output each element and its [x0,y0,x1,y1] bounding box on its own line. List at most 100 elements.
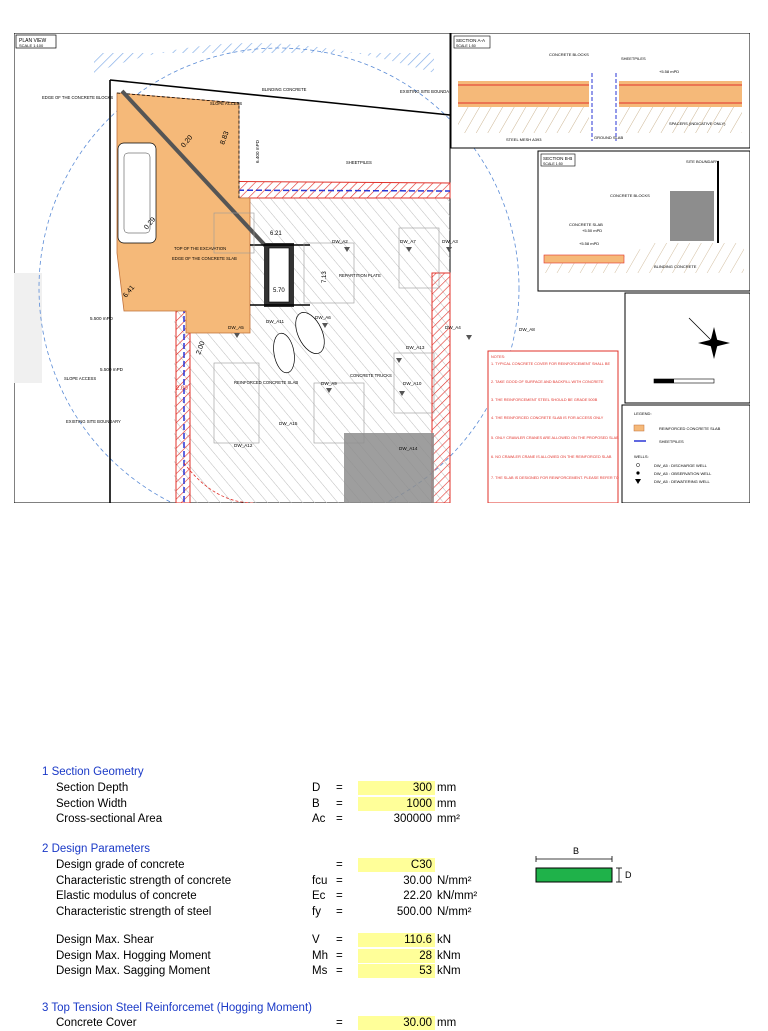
section-geometry-heading: 1 Section Geometry [42,766,144,778]
section-bb-annot-2: CONCRETE SLAB [569,222,603,227]
plan-annot-22: DW_A8 [519,327,535,332]
plan-annot-21: DW_A14 [399,446,418,451]
calc-row-unit: N/mm² [437,874,472,887]
plan-annot-16: DW_A5 [228,325,244,330]
legend-well-0: DW_A5 : DISCHARGE WELL [654,463,708,468]
calc-row-equals: = [336,890,343,902]
note-2: 3. THE REINFORCEMENT STEEL SHOULD BE GRA… [491,398,598,402]
calc-row-value: 22.20 [403,890,432,902]
calc-row-label: Design grade of concrete [56,859,185,871]
section-aa: SECTION A-A SCALE 1:50 CONCRETE BLOCKS S… [450,33,750,149]
section-aa-title: SECTION A-A [456,38,486,43]
calc-row-equals: = [336,965,343,977]
section-aa-scale: SCALE 1:50 [456,44,476,48]
calc-row-equals: = [336,1017,343,1029]
calc-row-value: 1000 [358,796,435,811]
calc-row: Design grade of concrete = C30 [0,858,768,873]
calc-row-value: 110.6 [358,933,435,947]
level-2: 6.400 mPD [255,139,260,163]
calc-row-label: Design Max. Shear [56,934,154,946]
diagram-d-label: D [625,870,632,880]
dim-8: 7.13 [322,271,328,283]
calc-row-equals: = [336,934,343,946]
calc-row-label: Cross-sectional Area [56,813,163,825]
plan-annot-8: CONCRETE TRUCKS [350,373,392,378]
calc-row-equals: = [336,874,343,887]
top-tension-heading: 3 Top Tension Steel Reinforcemet (Hoggin… [42,1002,312,1014]
calc-row-symbol: V [312,934,320,946]
calc-row-value: 28 [358,948,435,963]
calc-row-equals: = [336,813,343,825]
legend-title: LEGEND: [634,411,652,416]
plan-annot-23: DW_A4 [445,325,461,330]
plan-annot-13: DW_A2 [332,239,348,244]
calc-row-value: C30 [358,858,435,872]
calc-row-equals: = [336,782,343,794]
section-aa-annot-5: SPACERS (INDICATIVE ONLY) [669,121,726,126]
legend-well-2: DW_A5 : DEWATERING WELL [654,479,711,484]
plan-annot-19: DW_A9 [321,381,337,386]
section-aa-annot-2: +5.58 mPD [659,69,679,74]
calc-row-label: Section Width [56,797,127,810]
calc-row-symbol: Mh [312,949,328,962]
plan-annot-10: SLOPE ACCESS [64,376,96,381]
calc-row-value: 53 [358,964,435,978]
calc-row-value: 30.00 [358,1016,435,1030]
calc-row-label: Design Max. Sagging Moment [56,965,211,977]
plan-annot-4: SHEETPILES [346,160,372,165]
north-arrow-panel [624,292,750,404]
calc-row-unit: kN [437,934,452,946]
calc-row-unit: mm [437,782,457,794]
calc-row-unit: kNm [437,949,461,962]
plan-annot-0: EDGE OF THE CONCRETE BLOCKS [42,95,113,100]
legend-wells-title: WELLS: [634,454,649,459]
level-1: 5.500 mPD [100,367,124,372]
section-bb-annot-3: +5.50 mPD [582,228,602,233]
section-aa-annot-1: SHEETPILES [621,56,646,61]
plan-annot-18: DW_A13 [406,345,425,350]
plan-annot-11: EXISTING SITE BOUNDARY [66,419,121,424]
diagram-b-label: B [573,846,579,856]
note-6: 7. THE SLAB IS DESIGNED FOR REINFORCEMEN… [491,476,619,480]
plan-scale: SCALE 1:100 [19,43,44,48]
calc-row-symbol: B [312,797,320,810]
calc-row-label: Section Depth [56,782,129,794]
note-3: 4. THE REINFORCED CONCRETE SLAB IS FOR A… [491,416,604,420]
note-1: 2. TAKE GOOD OF SURFACE AND BACKFILL WIT… [491,380,604,384]
section-bb-annot-0: SITE BOUNDARY [686,159,719,164]
section-bb-scale: SCALE 1:50 [543,162,563,166]
section-bb-annot-5: BLINDING CONCRETE [654,264,697,269]
note-5: 6. NO CRAWLER CRANE IS ALLOWED ON THE RE… [491,455,612,459]
legend-item-0: REINFORCED CONCRETE SLAB [659,426,721,431]
legend-item-1: SHEETPILES [659,439,684,444]
legend-panel: LEGEND: REINFORCED CONCRETE SLAB SHEETPI… [621,404,750,503]
section-bb-annot-4: +5.58 mPD [579,241,599,246]
section-bb-title: SECTION B-B [543,156,572,161]
calc-row-equals: = [336,905,343,918]
calc-row-unit: kNm [437,965,461,977]
calc-row-symbol: Ac [312,813,326,825]
dim-7: 2.00 [176,386,188,392]
level-0: 5.500 mPD [90,316,114,321]
calc-row-value: 30.00 [403,874,432,887]
dim-4: 6.21 [270,231,282,237]
plan-annot-2: SLOPE ACCESS [210,101,242,106]
calc-row-equals: = [336,859,343,871]
plan-annot-6: EDGE OF THE CONCRETE SLAB [172,256,237,261]
engineering-drawing: PLAN VIEW SCALE 1:100 [14,33,750,503]
note-4: 5. ONLY CRAWLER CRANES ARE ALLOWED ON TH… [491,436,619,440]
notes-panel: NOTES: 1. TYPICAL CONCRETE COVER FOR REI… [487,350,619,503]
section-bb-annot-1: CONCRETE BLOCKS [610,193,650,198]
plan-annot-9: REINFORCED CONCRETE SLAB [234,380,298,385]
dim-5: 5.70 [273,288,285,294]
plan-annot-15: DW_A3 [442,239,458,244]
